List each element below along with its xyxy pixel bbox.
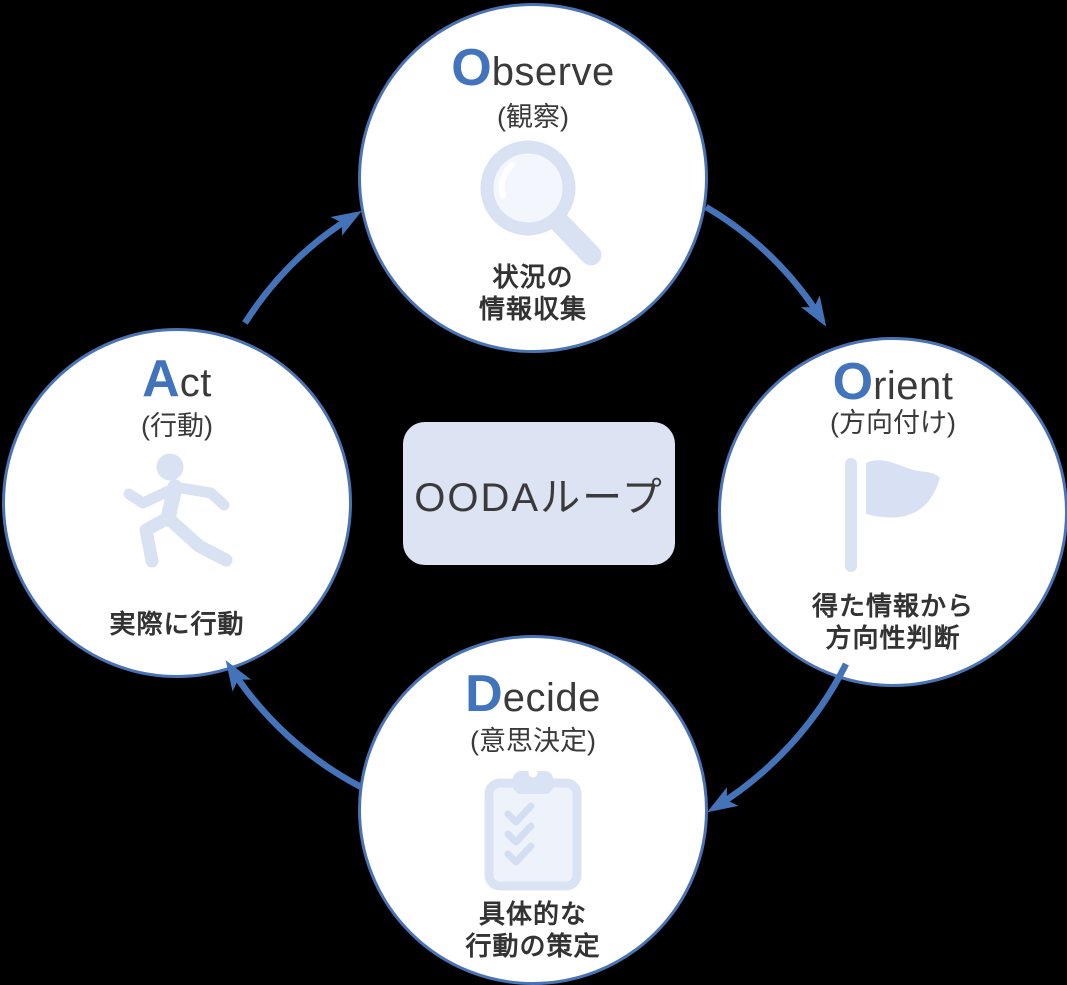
act-title-rest: ct	[179, 361, 212, 405]
observe-title: Observe	[361, 42, 705, 94]
act-caption-line1: 実際に行動	[109, 609, 245, 639]
decide-title-rest: ecide	[502, 676, 601, 720]
flag-icon	[845, 458, 940, 572]
decide-title: Decide	[361, 668, 705, 720]
orient-node: Orient (方向付け) 得た情報から 方向性判断	[718, 337, 1067, 687]
runner-icon	[123, 453, 233, 568]
orient-initial-letter: O	[832, 353, 874, 411]
observe-node: Observe (観察) 状況の 情報収集	[358, 3, 708, 353]
orient-title-rest: rient	[873, 364, 954, 408]
decide-caption-line2: 行動の策定	[465, 931, 601, 962]
decide-initial-letter: D	[465, 665, 503, 723]
observe-initial-letter: O	[451, 39, 492, 97]
decide-reading: (意思決定)	[470, 726, 596, 756]
decide-caption: 具体的な 行動の策定	[361, 898, 705, 962]
arrow-orient-to-decide	[707, 662, 849, 813]
orient-caption-line1: 得た情報から	[811, 591, 974, 621]
observe-reading: (観察)	[497, 102, 569, 132]
clipboard-icon	[484, 768, 582, 891]
observe-title-rest: bserve	[491, 50, 615, 94]
decide-caption-line1: 具体的な	[478, 899, 587, 929]
observe-caption: 状況の 情報収集	[361, 261, 705, 325]
orient-reading: (方向付け)	[830, 408, 956, 438]
observe-caption-line2: 情報収集	[478, 294, 587, 325]
arrow-decide-to-act	[225, 660, 363, 790]
center-label: OODAループ	[414, 475, 664, 520]
arrow-act-to-observe	[242, 210, 362, 325]
decide-node: Decide (意思決定) 具体的な 行動の策定	[358, 635, 708, 985]
act-initial-letter: A	[142, 350, 180, 408]
magnifier-icon	[480, 140, 602, 266]
orient-caption-line2: 方向性判断	[825, 623, 961, 654]
act-caption: 実際に行動	[5, 608, 349, 640]
orient-caption: 得た情報から 方向性判断	[721, 590, 1065, 654]
act-reading: (行動)	[141, 411, 213, 441]
observe-caption-line1: 状況の	[492, 262, 574, 292]
act-title: Act	[5, 353, 349, 405]
orient-title: Orient	[721, 356, 1065, 408]
center-label-box: OODAループ	[403, 422, 675, 565]
act-node: Act (行動) 実際に行動	[2, 328, 352, 678]
arrow-observe-to-orient	[704, 204, 827, 327]
